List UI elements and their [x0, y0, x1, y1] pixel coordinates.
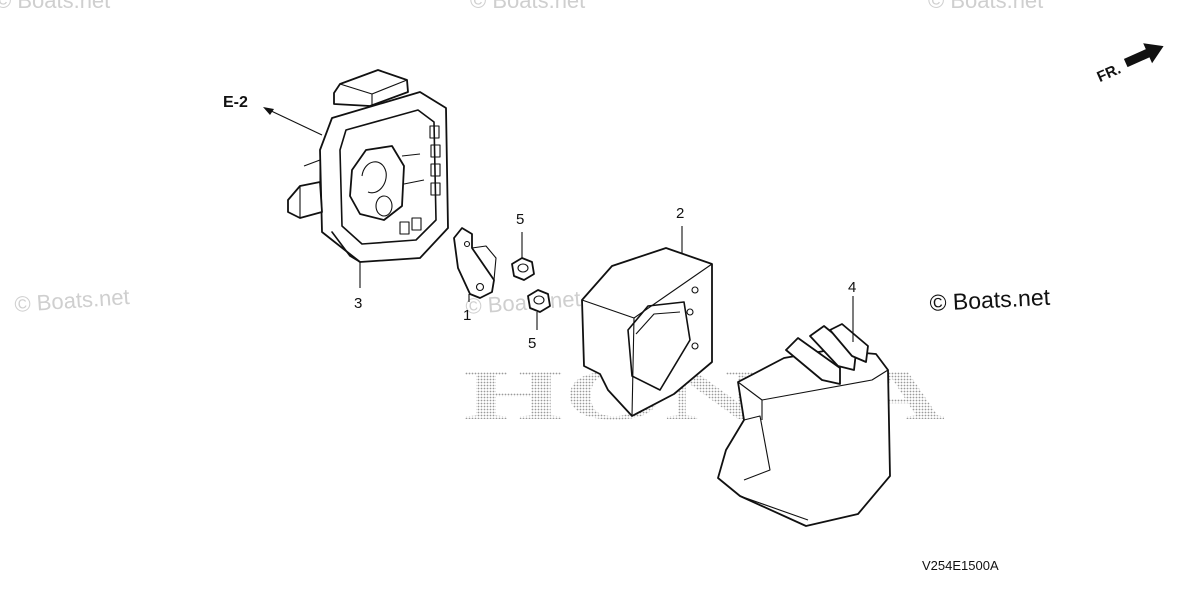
watermark-top-right: © Boats.net — [928, 0, 1043, 13]
bracket — [453, 227, 497, 299]
watermark-top-left: © Boats.net — [0, 0, 110, 13]
diagram-code: V254E1500A — [922, 558, 999, 573]
front-direction-label: FR. — [1094, 61, 1123, 86]
watermark-main: © Boats.net — [929, 284, 1051, 316]
front-direction-arrow-icon — [1123, 43, 1164, 68]
watermark-top-center: © Boats.net — [470, 0, 585, 13]
reference-label: E-2 — [223, 94, 248, 111]
air-cleaner-element — [581, 247, 713, 417]
callout-5-top: 5 — [516, 211, 524, 228]
callout-2: 2 — [676, 205, 684, 222]
callout-4: 4 — [848, 279, 856, 296]
air-cleaner-cover — [717, 323, 891, 527]
case-slots — [399, 125, 441, 235]
nut-upper — [511, 257, 535, 281]
air-cleaner-case — [287, 69, 449, 263]
watermark-mid-left: © Boats.net — [14, 284, 131, 317]
reference-arrow — [263, 107, 323, 136]
front-direction-indicator: FR. — [1094, 43, 1164, 86]
nut-lower — [527, 289, 551, 313]
callout-5-bottom: 5 — [528, 335, 536, 352]
callout-3: 3 — [354, 295, 362, 312]
callout-1: 1 — [463, 307, 471, 324]
